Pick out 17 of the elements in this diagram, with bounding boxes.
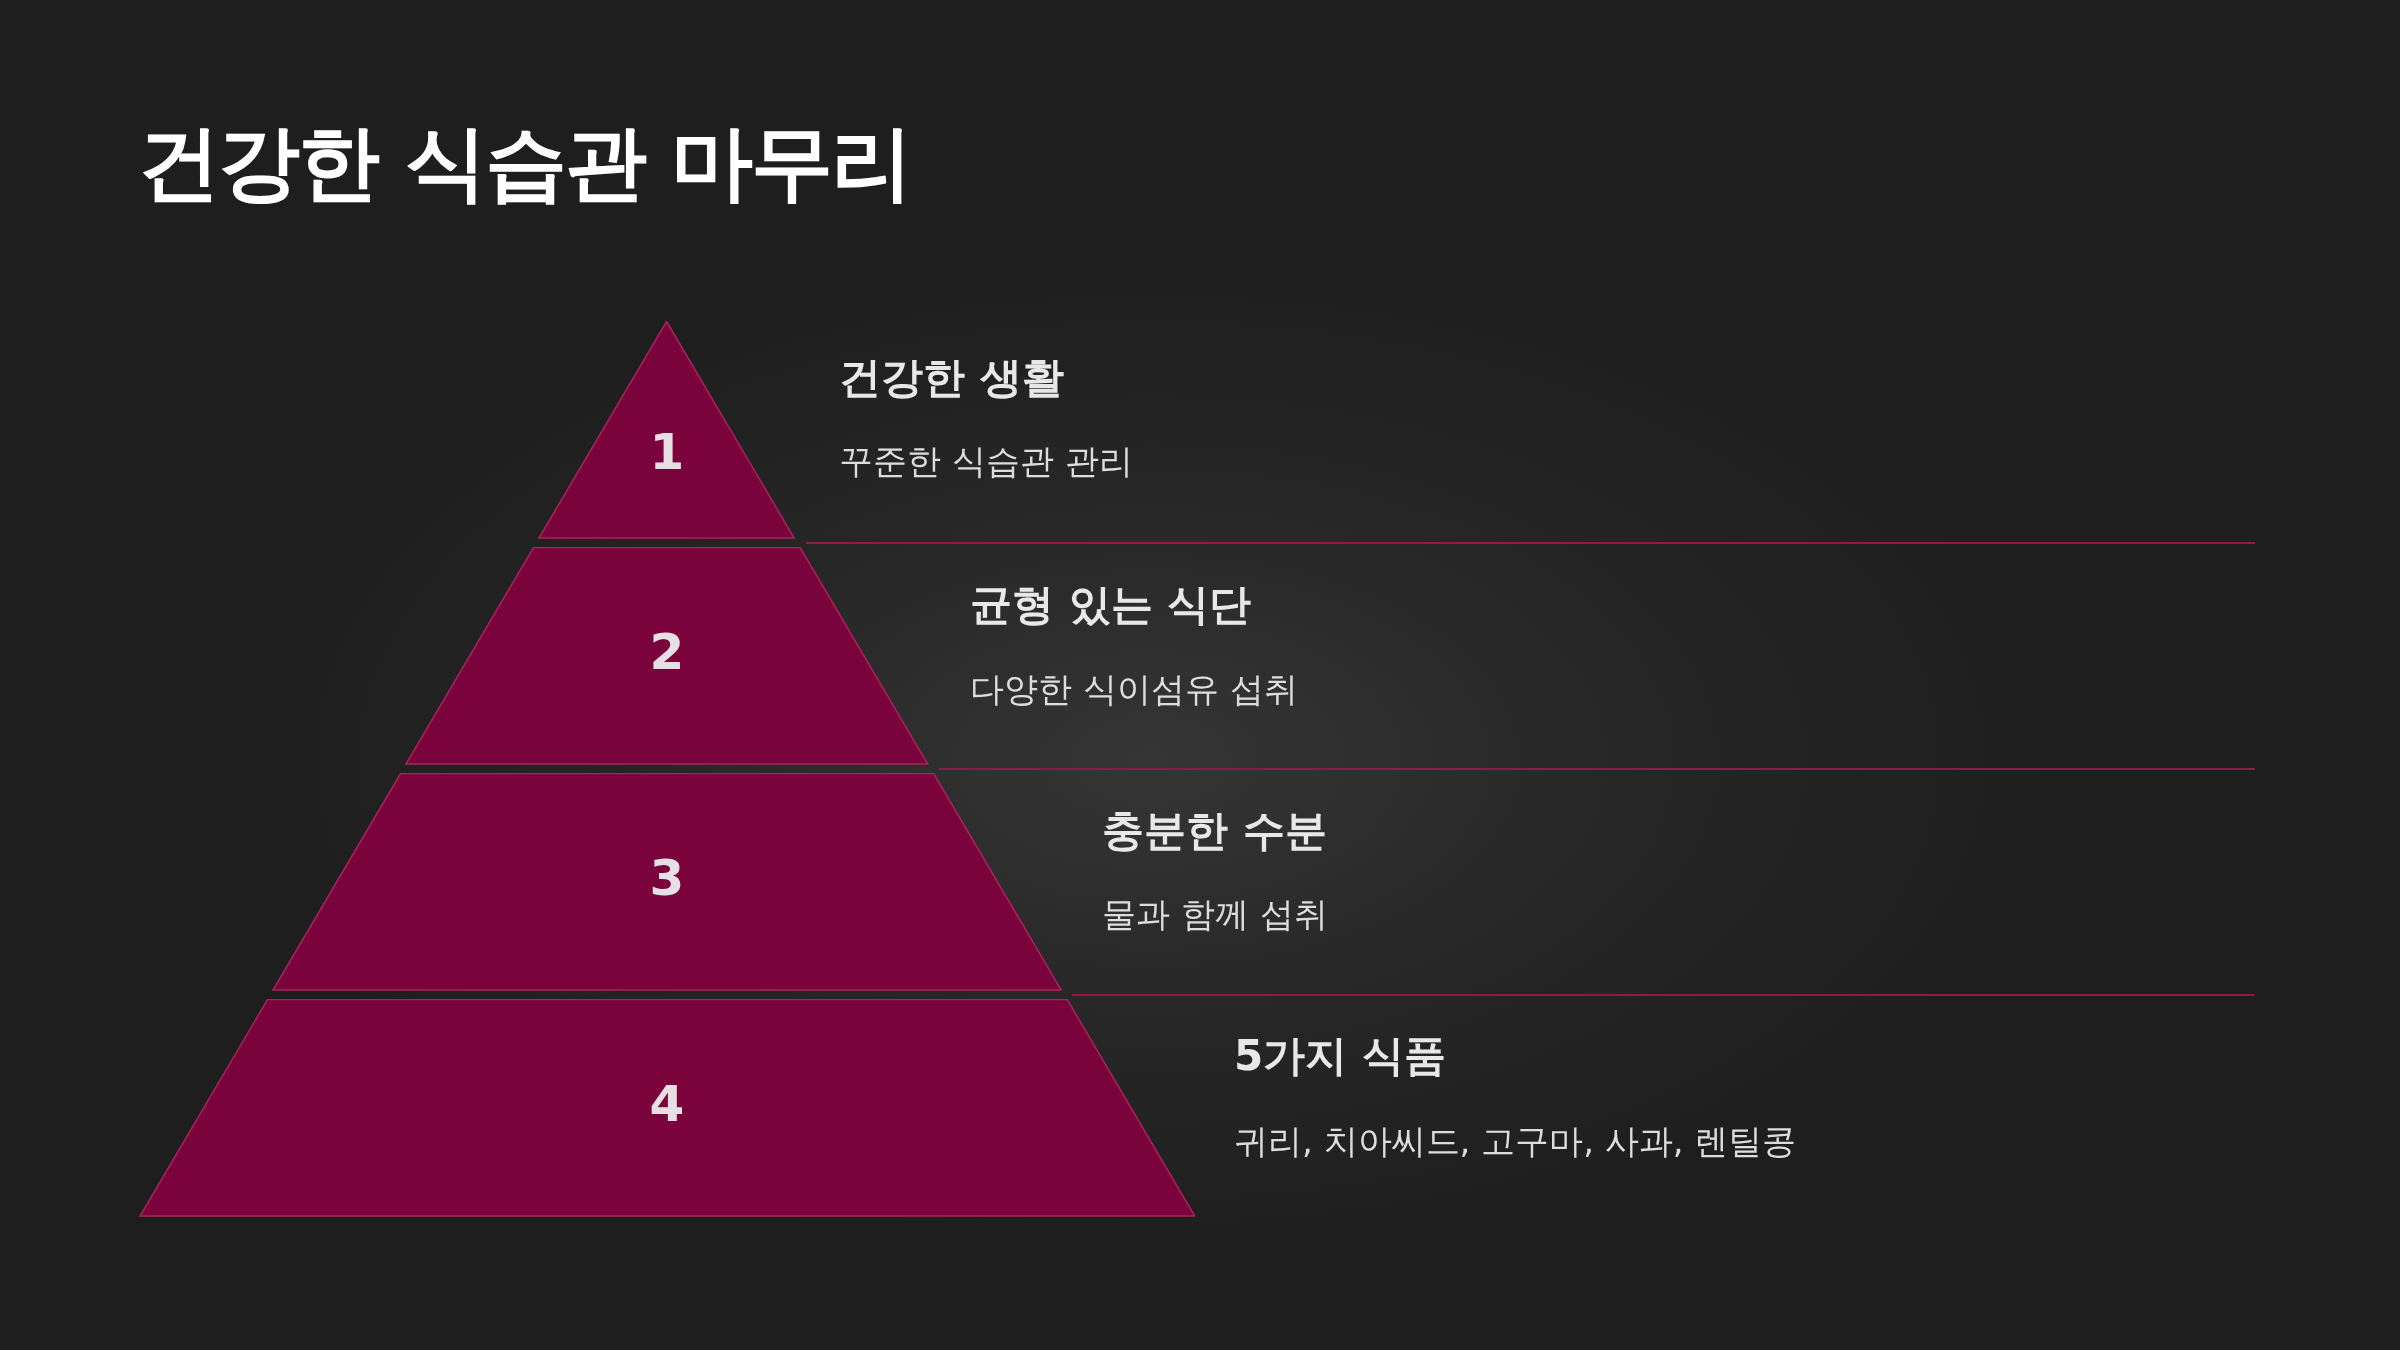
tier-description: 물과 함께 섭취	[1102, 893, 1328, 936]
pyramid-tier	[138, 999, 1196, 1217]
tier-heading: 건강한 생활	[839, 352, 1064, 404]
tier-number: 2	[649, 622, 685, 681]
title: 건강한 식습관 마무리	[138, 122, 912, 204]
pyramid-tier	[405, 547, 929, 765]
pyramid-tier	[538, 321, 796, 539]
tier-number: 4	[649, 1074, 685, 1133]
tier-heading: 충분한 수분	[1102, 805, 1327, 857]
tier-description: 꾸준한 식습관 관리	[839, 440, 1133, 483]
tier-number: 3	[649, 848, 685, 907]
tier-number: 1	[649, 422, 685, 481]
tier-description: 귀리, 치아씨드, 고구마, 사과, 렌틸콩	[1234, 1120, 1797, 1163]
tier-heading: 5가지 식품	[1234, 1030, 1446, 1082]
pyramid-tier	[271, 773, 1063, 991]
tier-description: 다양한 식이섬유 섭취	[970, 668, 1298, 711]
tier-heading: 균형 있는 식단	[970, 579, 1252, 631]
